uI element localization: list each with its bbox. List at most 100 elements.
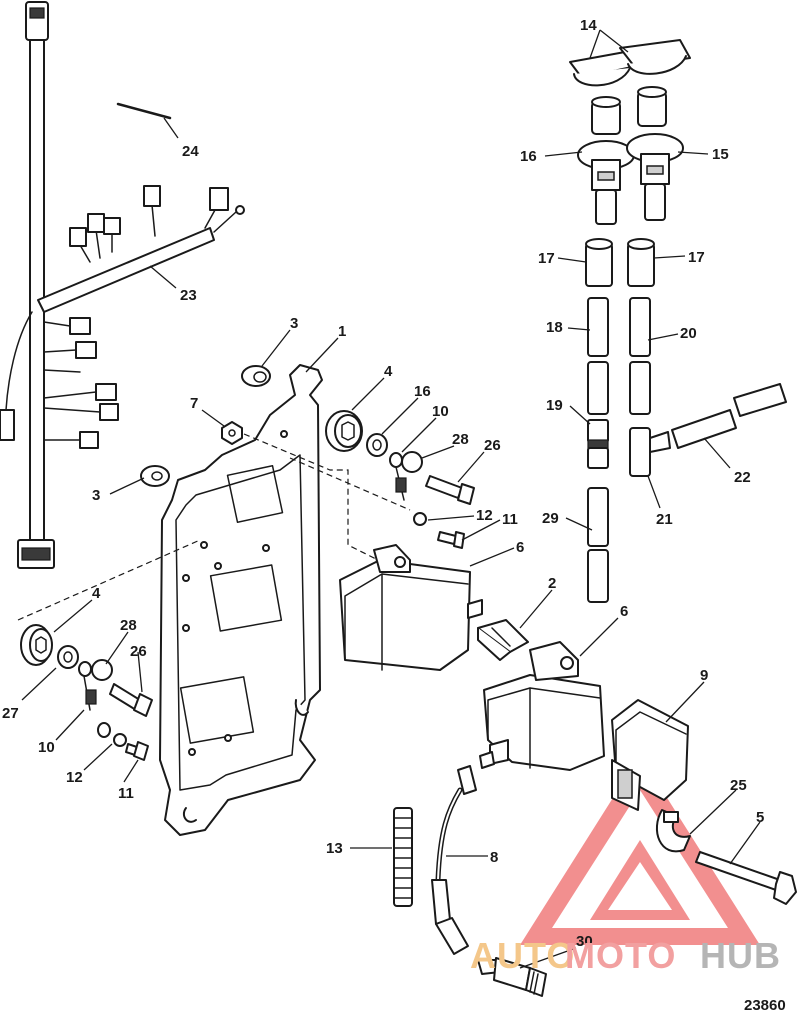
assembly-line-2 [17, 539, 201, 621]
callout-2: 2 [548, 575, 556, 592]
nut-7 [221, 421, 243, 445]
harness-bottom-pins [21, 547, 51, 561]
connector-c [103, 217, 121, 235]
callout-23: 23 [180, 287, 197, 304]
callout-21: 21 [656, 511, 673, 528]
watermark-text-moto: MOTO [565, 935, 676, 976]
connector-a [69, 227, 87, 247]
callout-20: 20 [680, 325, 697, 342]
callout-27: 27 [2, 705, 19, 722]
callout-1: 1 [338, 323, 346, 340]
figure-number: 23860 [744, 997, 786, 1014]
mount-isolator-lower [20, 624, 53, 666]
callout-13: 13 [326, 840, 343, 857]
callout-4-lower: 4 [92, 585, 101, 602]
spark-plug-wire [431, 765, 477, 955]
washer-27 [57, 645, 79, 669]
callout-9: 9 [700, 667, 708, 684]
callout-11-top: 11 [502, 511, 518, 528]
callout-28-lower: 28 [120, 617, 137, 634]
plate-inner-flange [175, 454, 306, 791]
harness-branch [37, 227, 215, 313]
ring-terminal [235, 205, 245, 215]
connector-d [143, 185, 161, 207]
hose-22 [671, 383, 787, 449]
watermark-text-auto: AUTO [470, 935, 575, 976]
callout-17-left: 17 [538, 250, 555, 267]
cable-tie [116, 102, 172, 120]
callout-18: 18 [546, 319, 563, 336]
callout-11-lower: 11 [118, 785, 134, 802]
mounting-plate [159, 364, 323, 836]
callout-5: 5 [756, 809, 764, 826]
washer-16-upper [366, 433, 388, 457]
grommet-top [241, 365, 271, 387]
plate-window-bottom [179, 676, 255, 744]
sensor-module [611, 699, 689, 811]
tee-fitting-21 [629, 427, 671, 477]
watermark-wordmark: AUTO MOTO HUB [470, 935, 781, 976]
connector-b [87, 213, 105, 233]
wire-harness [0, 1, 245, 569]
assembly-line-1 [243, 433, 379, 561]
screw-11-upper [437, 531, 465, 549]
washer-28-lower [91, 659, 113, 681]
washer-12-lower [97, 722, 111, 738]
callout-26-top: 26 [484, 437, 501, 454]
callout-7: 7 [190, 395, 198, 412]
callout-22: 22 [734, 469, 751, 486]
washer-12b-lower [113, 733, 127, 747]
callout-24: 24 [182, 143, 199, 160]
washer-12-upper [413, 512, 427, 526]
harness-connectors [43, 185, 245, 449]
bolt-5 [695, 851, 797, 905]
fitting-17-left [585, 238, 613, 287]
callout-6-lower: 6 [620, 603, 628, 620]
watermark-triangle [520, 755, 760, 945]
mount-isolator-upper [325, 410, 363, 452]
ring-terminal-lower [78, 661, 97, 711]
connector-h [95, 383, 117, 401]
watermark-text-hub: HUB [700, 935, 781, 976]
callout-16: 16 [520, 148, 537, 165]
harness-trunk [29, 39, 45, 541]
connector-f [69, 317, 91, 335]
bracket [477, 619, 529, 661]
spark-plug [477, 957, 547, 997]
callout-30: 30 [576, 933, 593, 950]
grommet-left [140, 465, 170, 487]
callout-3-left: 3 [92, 487, 100, 504]
connector-i [99, 403, 119, 421]
callout-10-top: 10 [432, 403, 449, 420]
sensor-16 [577, 96, 635, 225]
callout-8: 8 [490, 849, 498, 866]
connector-g [75, 341, 97, 359]
screw-11-lower [125, 741, 149, 761]
plate-slot [294, 699, 309, 716]
callout-12-lower: 12 [66, 769, 83, 786]
clamp-25 [656, 809, 691, 853]
callout-6-upper: 6 [516, 539, 524, 556]
callout-26-lower: 26 [130, 643, 147, 660]
callout-17-right: 17 [688, 249, 705, 266]
watermark-logo [520, 755, 760, 945]
callout-3-top: 3 [290, 315, 298, 332]
callout-25: 25 [730, 777, 747, 794]
callout-10-lower: 10 [38, 739, 55, 756]
leader-lines [21, 29, 761, 969]
callout-28-top: 28 [452, 431, 469, 448]
bolt-26-lower [109, 683, 153, 717]
sleeve-13 [393, 807, 413, 907]
callout-15: 15 [712, 146, 729, 163]
callout-12-top: 12 [476, 507, 493, 524]
watermark-triangle-inner [590, 840, 690, 920]
bolt-26-upper [425, 475, 475, 505]
clip-14 [569, 39, 691, 87]
hose-18 [587, 297, 609, 415]
callout-4-top: 4 [384, 363, 393, 380]
connector-19 [587, 419, 609, 469]
fitting-17-right [627, 238, 655, 287]
hose-20 [629, 297, 651, 415]
